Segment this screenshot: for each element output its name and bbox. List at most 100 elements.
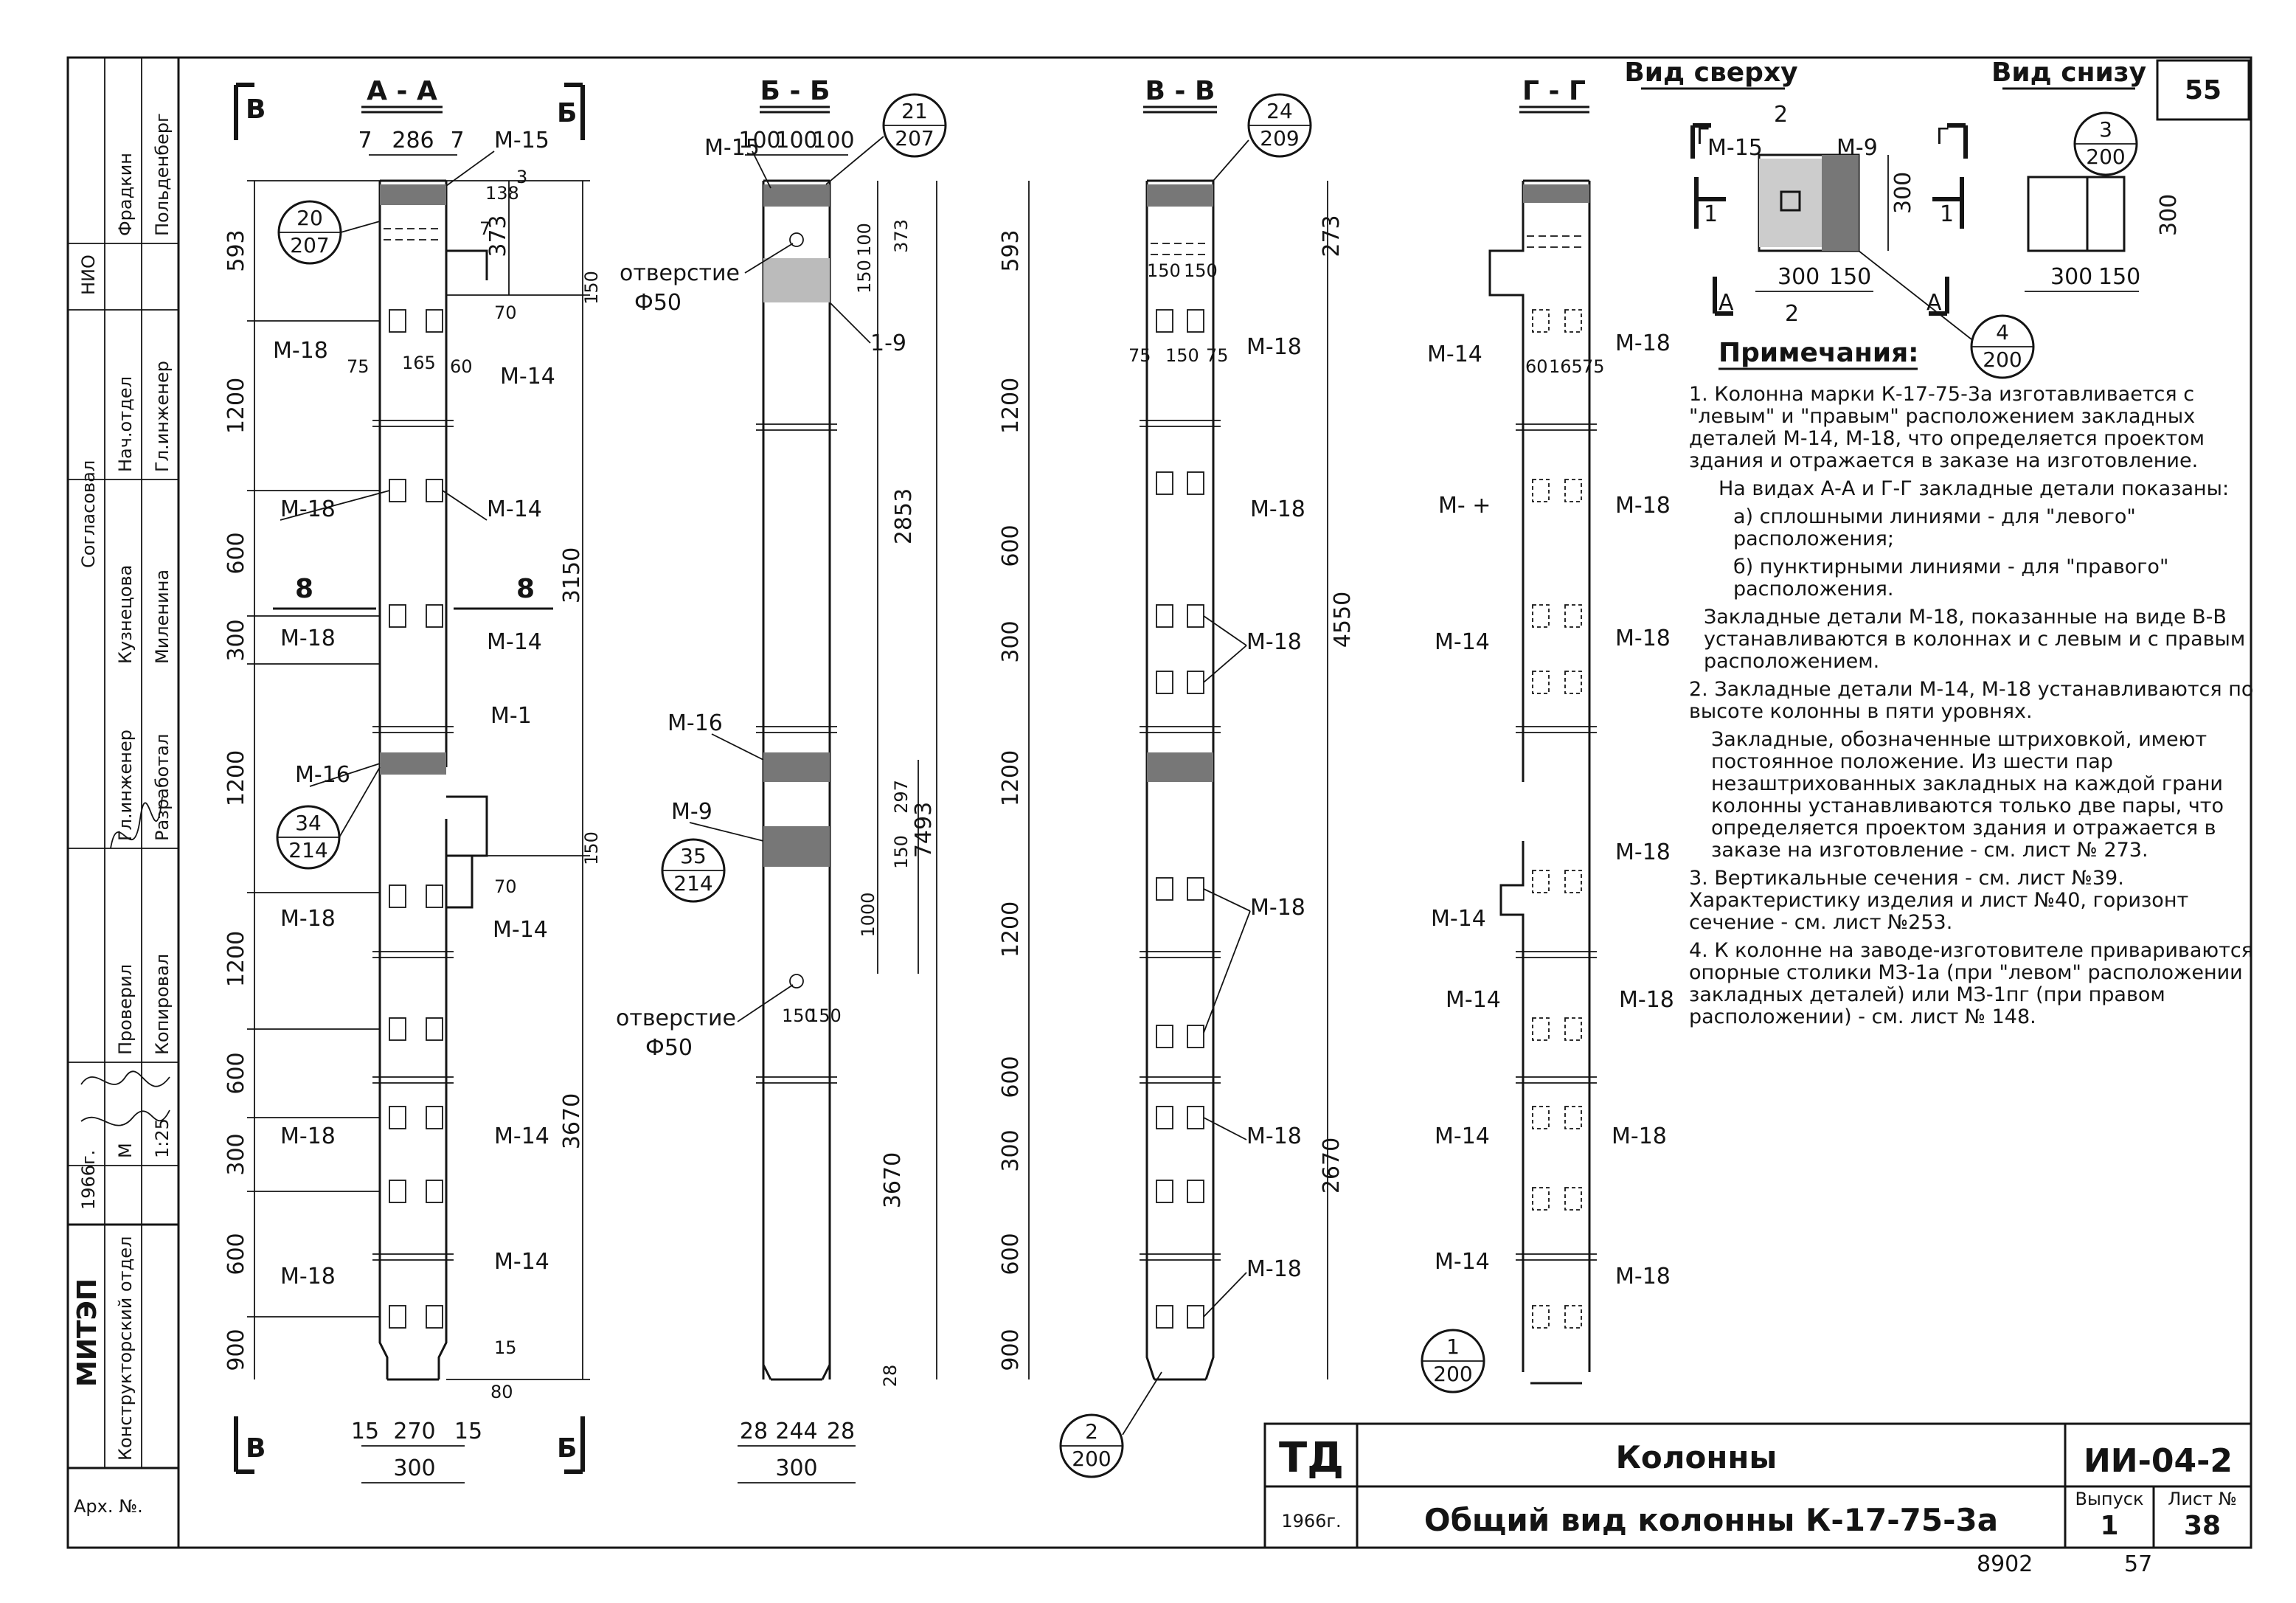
title-block-td: ТД <box>1279 1434 1344 1482</box>
aa-dim-right-5: 3670 <box>559 1093 585 1149</box>
note-3: 3. Вертикальные сечения - см. лист №39. … <box>1689 867 2189 934</box>
stamp-role-10: Копировал <box>152 954 173 1055</box>
aa-cut-8-right: 8 <box>516 574 535 604</box>
vv-dim-150b: 150 <box>1184 260 1218 281</box>
note-2: 2. Закладные детали М-14, М-18 устанавли… <box>1689 678 2254 723</box>
stamp-name-2: Польденберг <box>152 113 173 236</box>
aa-dim-left-6: 1200 <box>223 931 249 987</box>
stamp-role-1: Нач.отдел <box>115 376 136 472</box>
bottom-view-title: Вид снизу <box>1991 58 2146 88</box>
bb-m16-plate <box>763 752 830 782</box>
cut-mark-b-bottom: Б <box>557 1433 577 1464</box>
vv-dim-273: 273 <box>1319 215 1345 257</box>
aa-dim-bot-2: 270 <box>393 1419 435 1444</box>
aa-label-m1: М-1 <box>490 703 532 729</box>
bb-label-m16: М-16 <box>667 710 723 736</box>
title-block-issue-label: Выпуск <box>2075 1489 2144 1509</box>
vv-dim-4550: 4550 <box>1330 592 1356 648</box>
aa-m15-plate <box>380 184 446 205</box>
gg-label-m18-1: М-18 <box>1615 330 1671 356</box>
bb-label-m9: М-9 <box>671 799 712 825</box>
stamp-scale: 1:25 <box>152 1118 173 1158</box>
aa-dim-small-75: 75 <box>347 356 370 377</box>
section-gg: Г - Г 60 165 75 М-14 М-18 М- + М-18 М-14… <box>1421 76 1674 1393</box>
top-view-cut-g-left: Г <box>1696 124 1710 150</box>
svg-text:209: 209 <box>1260 126 1299 150</box>
vv-top-plate <box>1147 184 1213 207</box>
aa-dim-left-5: 1200 <box>223 750 249 806</box>
bubble-21-207: 21 207 <box>825 93 947 185</box>
top-view-m9-label: М-9 <box>1837 135 1878 161</box>
aa-label-m18-1: М-18 <box>273 338 328 364</box>
bb-dim-7493: 7493 <box>911 802 937 858</box>
top-view-m15-label: М-15 <box>1707 135 1763 161</box>
vv-dim-2670: 2670 <box>1319 1138 1345 1194</box>
vv-dim-75a: 75 <box>1128 345 1151 366</box>
bubble-34-214: 34 214 <box>276 766 381 870</box>
svg-text:1: 1 <box>1446 1334 1460 1359</box>
aa-dim-left-2: 1200 <box>223 378 249 434</box>
aa-dim-left-9: 600 <box>223 1233 249 1275</box>
aa-dim-left-7: 600 <box>223 1052 249 1094</box>
vv-label-m18-3: М-18 <box>1246 629 1302 655</box>
svg-text:200: 200 <box>1072 1447 1111 1471</box>
notes-block: 1. Колонна марки К-17-75-3а изготавливае… <box>1689 384 2257 1034</box>
title-block-year: 1966г. <box>1281 1511 1341 1531</box>
aa-label-m15: М-15 <box>494 128 549 153</box>
svg-text:35: 35 <box>680 844 707 868</box>
cut-mark-v-top: В <box>246 94 266 125</box>
aa-label-m16: М-16 <box>295 762 350 788</box>
vv-dim-left-7: 600 <box>998 1056 1024 1098</box>
aa-label-m14-5: М-14 <box>494 1124 549 1149</box>
svg-text:34: 34 <box>295 811 322 835</box>
bb-dim-100: 100 <box>854 223 875 257</box>
vv-dim-left-10: 900 <box>998 1329 1024 1371</box>
bubble-1-200: 1 200 <box>1421 1329 1485 1393</box>
bubble-4-200: 4 200 <box>1858 250 2035 379</box>
bb-hole-top <box>789 232 804 247</box>
svg-text:24: 24 <box>1266 99 1293 123</box>
top-view-cut-g-right: Г <box>1936 124 1949 150</box>
top-view-dim-300-side: 300 <box>1890 172 1916 214</box>
aa-dim-bot-1: 15 <box>351 1419 379 1444</box>
svg-text:207: 207 <box>895 126 934 150</box>
bb-hole-bottom <box>789 974 804 989</box>
vv-dim-left-8: 300 <box>998 1129 1024 1171</box>
bb-dim-150: 150 <box>854 260 875 294</box>
vv-dim-150a: 150 <box>1147 260 1181 281</box>
bb-dim-hole-1: 150 <box>782 1005 816 1026</box>
bb-dim-top-2: 100 <box>775 128 817 153</box>
aa-label-m14-1: М-14 <box>500 364 555 390</box>
bb-m9-upper <box>763 258 830 302</box>
cut-mark-v-bottom: В <box>246 1433 266 1464</box>
note-1: 1. Колонна марки К-17-75-3а изготавливае… <box>1689 383 2205 472</box>
bottom-view: Вид снизу 300 300 150 3 200 4 200 <box>1858 58 2182 379</box>
aa-dim-small-138: 138 <box>485 183 519 204</box>
bb-dim-top-3: 100 <box>812 128 854 153</box>
aa-dim-top-3: 7 <box>450 128 464 153</box>
gg-label-m14-1: М-14 <box>1427 342 1482 367</box>
aa-m16-plate <box>380 752 446 775</box>
note-1d: Закладные детали М-18, показанные на вид… <box>1704 606 2246 673</box>
gg-label-m14-4: М-14 <box>1446 987 1501 1013</box>
aa-label-m18-5: М-18 <box>280 1124 336 1149</box>
aa-label-m18-4: М-18 <box>280 906 336 932</box>
top-view-dim-150: 150 <box>1829 264 1871 290</box>
aa-dim-small-7: 7 <box>479 218 490 239</box>
bb-dim-bot-1: 28 <box>740 1419 768 1444</box>
svg-text:20: 20 <box>296 206 323 230</box>
bb-dim-3670: 3670 <box>880 1152 906 1208</box>
aa-dim-right-2: 150 <box>581 271 602 305</box>
aa-label-m14-3: М-14 <box>487 629 542 655</box>
bottom-view-outline <box>2027 176 2126 252</box>
gg-label-m18-5: М-18 <box>1619 987 1674 1013</box>
aa-dim-small-3: 3 <box>516 167 527 187</box>
vv-dim-left-1: 593 <box>998 229 1024 271</box>
vv-label-m18-5: М-18 <box>1246 1124 1302 1149</box>
note-4: 4. К колонне на заводе-изготовителе прив… <box>1689 939 2253 1028</box>
svg-text:200: 200 <box>1983 347 2022 372</box>
bottom-view-dim-300: 300 <box>2050 264 2092 290</box>
stamp-role-8: Разработал <box>152 734 173 841</box>
